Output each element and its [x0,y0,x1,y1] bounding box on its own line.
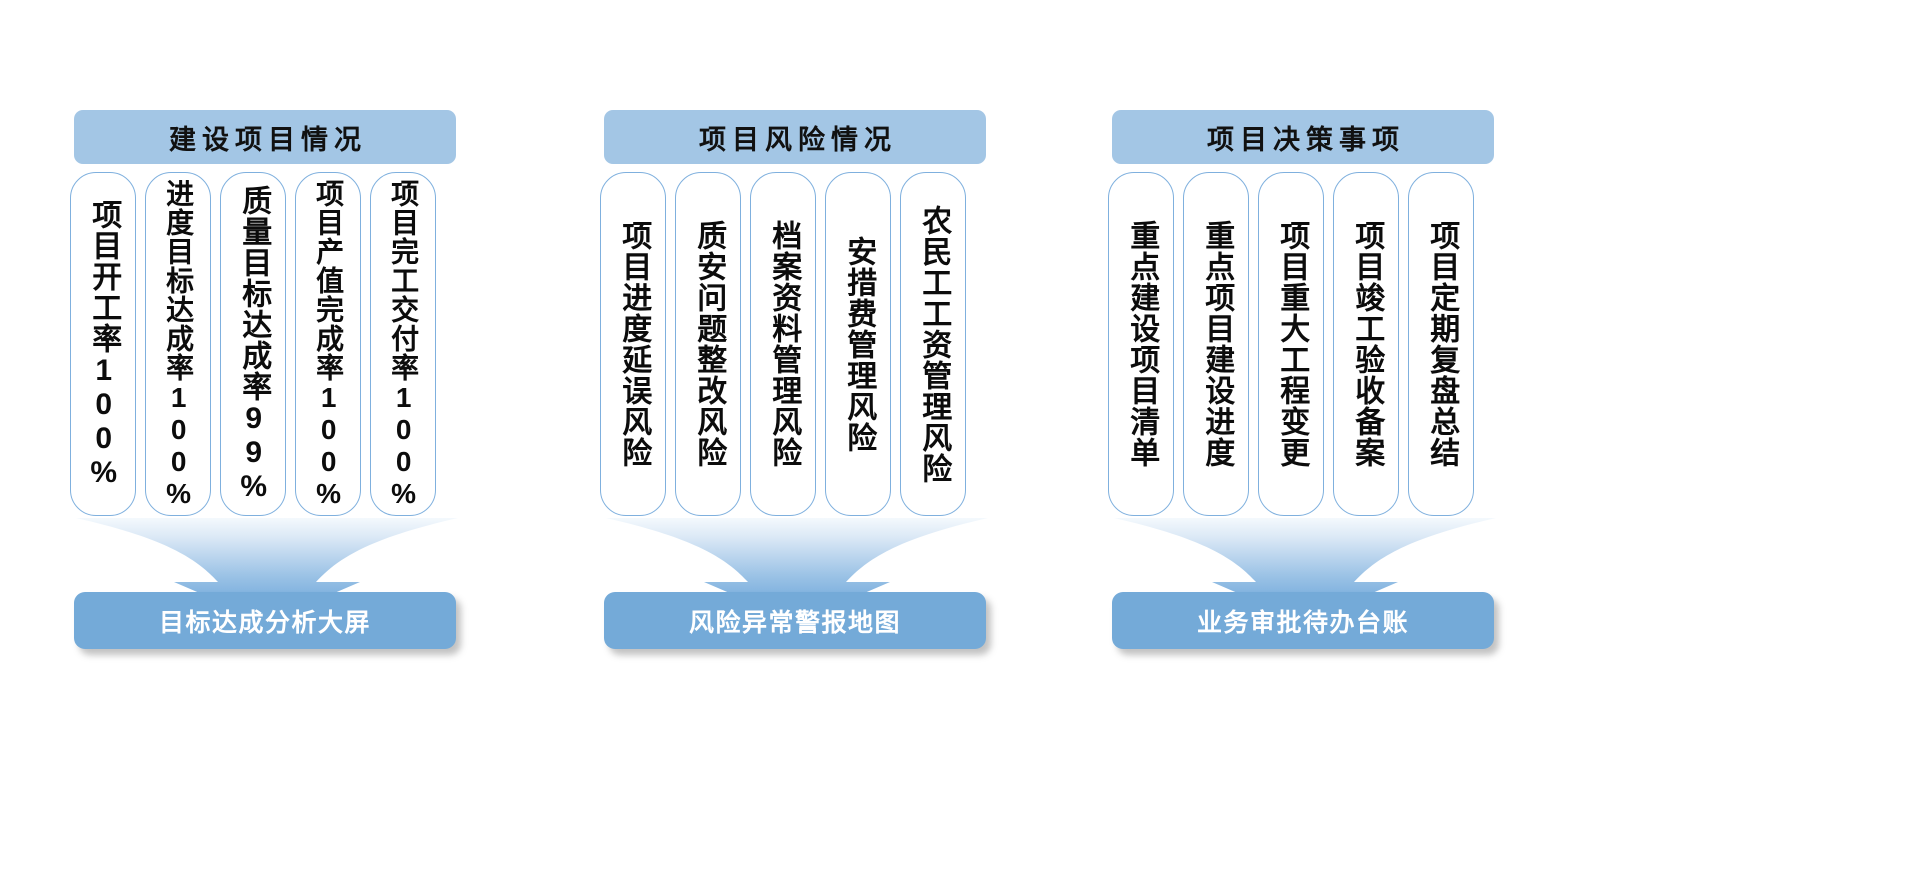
result-box-label: 风险异常警报地图 [688,608,901,637]
group-header-label: 建设项目情况 [169,124,367,155]
result-box-2[interactable]: 风险异常警报地图 [604,592,986,649]
column-item[interactable]: 项目竣工验收备案 [1333,172,1399,516]
column-item-label: 项目产值完成率100% [313,178,345,510]
column-item[interactable]: 重点建设项目清单 [1108,172,1174,516]
group-header-1: 建设项目情况 [74,110,456,164]
group-header-3: 项目决策事项 [1112,110,1494,164]
column-item-label: 安措费管理风险 [842,235,876,453]
funnel-arrow-icon [600,516,994,716]
column-item[interactable]: 档案资料管理风险 [750,172,816,516]
column-item[interactable]: 农民工工资管理风险 [900,172,966,516]
column-item[interactable]: 项目开工率100% [70,172,136,516]
column-item-label: 质量目标达成率99% [237,184,271,504]
group-header-label: 项目风险情况 [699,124,897,155]
column-item-label: 重点项目建设进度 [1200,220,1234,468]
diagram-group-1: 建设项目情况 项目开工率100% 进度目标达成率100% 质量目标达成率99% … [70,0,540,894]
column-item-label: 农民工工资管理风险 [917,204,951,484]
column-item-label: 项目开工率100% [87,198,121,490]
column-item-label: 项目进度延误风险 [617,220,651,468]
funnel-arrow-icon [70,516,464,716]
result-box-label: 业务审批待办台账 [1196,608,1409,637]
column-item[interactable]: 质量目标达成率99% [220,172,286,516]
column-item[interactable]: 项目重大工程变更 [1258,172,1324,516]
column-item[interactable]: 质安问题整改风险 [675,172,741,516]
column-item-label: 进度目标达成率100% [163,178,195,510]
column-item[interactable]: 重点项目建设进度 [1183,172,1249,516]
group-columns-2: 项目进度延误风险 质安问题整改风险 档案资料管理风险 安措费管理风险 农民工工资… [600,172,994,516]
column-item-label: 档案资料管理风险 [767,220,801,468]
column-item-label: 项目定期复盘总结 [1425,220,1459,468]
diagram-group-3: 项目决策事项 重点建设项目清单 重点项目建设进度 项目重大工程变更 项目竣工验收… [1108,0,1578,894]
column-item[interactable]: 进度目标达成率100% [145,172,211,516]
column-item[interactable]: 项目进度延误风险 [600,172,666,516]
group-header-label: 项目决策事项 [1207,124,1405,155]
column-item-label: 项目竣工验收备案 [1350,220,1384,468]
column-item[interactable]: 项目产值完成率100% [295,172,361,516]
diagram-group-2: 项目风险情况 项目进度延误风险 质安问题整改风险 档案资料管理风险 安措费管理风… [600,0,1070,894]
group-columns-1: 项目开工率100% 进度目标达成率100% 质量目标达成率99% 项目产值完成率… [70,172,464,516]
group-header-2: 项目风险情况 [604,110,986,164]
result-box-3[interactable]: 业务审批待办台账 [1112,592,1494,649]
column-item-label: 质安问题整改风险 [692,220,726,468]
group-columns-3: 重点建设项目清单 重点项目建设进度 项目重大工程变更 项目竣工验收备案 项目定期… [1108,172,1502,516]
funnel-arrow-icon [1108,516,1502,716]
column-item[interactable]: 项目完工交付率100% [370,172,436,516]
column-item-label: 项目完工交付率100% [388,178,420,510]
column-item-label: 项目重大工程变更 [1275,220,1309,468]
column-item[interactable]: 项目定期复盘总结 [1408,172,1474,516]
result-box-1[interactable]: 目标达成分析大屏 [74,592,456,649]
result-box-label: 目标达成分析大屏 [158,608,371,637]
column-item-label: 重点建设项目清单 [1125,220,1159,468]
column-item[interactable]: 安措费管理风险 [825,172,891,516]
